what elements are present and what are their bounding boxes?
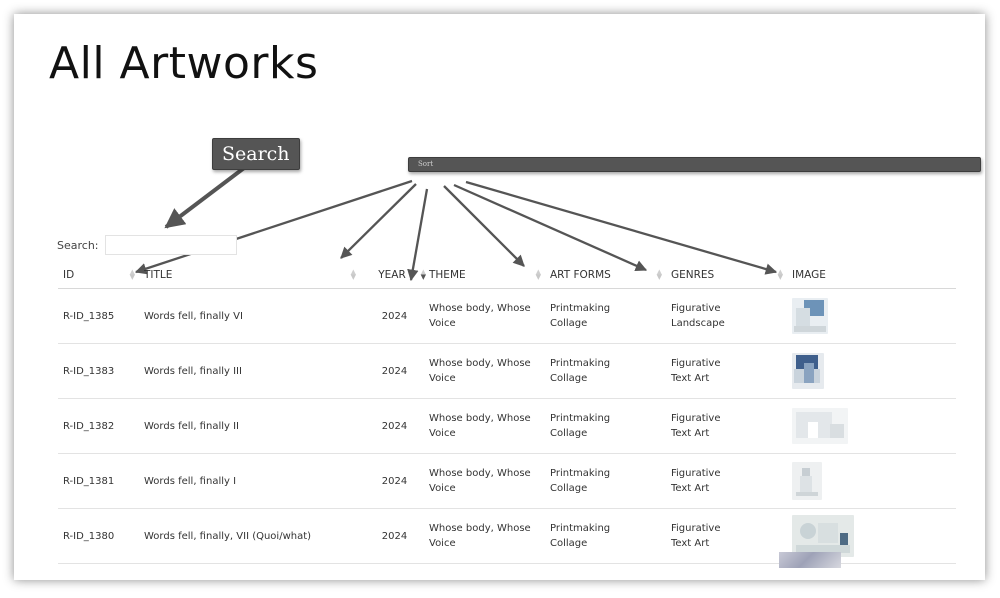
cell-title[interactable]: Words fell, finally VI	[139, 288, 360, 344]
cell-id: R-ID_1382	[58, 398, 139, 454]
cell-title[interactable]: Words fell, finally I	[139, 453, 360, 509]
page-frame: All Artworks Search Sort Search: ID▲▼	[14, 14, 985, 580]
cell-id: R-ID_1380	[58, 508, 139, 564]
cell-year: 2024	[360, 453, 424, 509]
cell-id: R-ID_1385	[58, 288, 139, 344]
sort-icon[interactable]: ▲▼	[350, 268, 356, 281]
column-header-year[interactable]: YEAR▲▼	[360, 262, 426, 289]
column-header-art-forms[interactable]: ART FORMS▲▼	[545, 262, 666, 289]
artwork-thumbnail-icon[interactable]	[792, 298, 828, 334]
sort-arrow-theme	[443, 185, 525, 267]
column-header-theme[interactable]: THEME▲▼	[424, 262, 545, 289]
sort-arrow-id	[134, 179, 413, 275]
artwork-thumbnail-icon[interactable]	[792, 408, 848, 444]
table-header-row: ID▲▼ TITLE▲▼ YEAR▲▼ THEME▲▼ ART FORMS▲▼ …	[58, 262, 956, 289]
column-header-id[interactable]: ID▲▼	[58, 262, 139, 289]
sort-icon[interactable]: ▲▼	[656, 268, 662, 281]
cell-year: 2024	[360, 398, 424, 454]
page-title: All Artworks	[49, 38, 319, 89]
table-row[interactable]: R-ID_1381 Words fell, finally I 2024 Who…	[58, 453, 956, 509]
cell-year: 2024	[360, 343, 424, 399]
sort-icon[interactable]: ▲▼	[420, 268, 426, 281]
column-header-image: IMAGE	[787, 262, 956, 289]
cell-title[interactable]: Words fell, finally III	[139, 343, 360, 399]
cell-year: 2024	[360, 508, 424, 564]
cell-id: R-ID_1381	[58, 453, 139, 509]
cell-image[interactable]	[787, 288, 956, 344]
search-input[interactable]	[104, 235, 237, 255]
column-header-genres[interactable]: GENRES▲▼	[666, 262, 787, 289]
cell-image[interactable]	[787, 343, 956, 399]
next-row-thumbnail-partial	[779, 552, 841, 568]
search-callout: Search	[212, 138, 300, 170]
table-row[interactable]: R-ID_1385 Words fell, finally VI 2024 Wh…	[58, 288, 956, 344]
column-header-title[interactable]: TITLE▲▼	[139, 262, 360, 289]
sort-icon[interactable]: ▲▼	[535, 268, 541, 281]
artwork-thumbnail-icon[interactable]	[792, 353, 824, 389]
table-row[interactable]: R-ID_1383 Words fell, finally III 2024 W…	[58, 343, 956, 399]
search-area: Search:	[57, 235, 237, 255]
search-arrow	[164, 166, 246, 229]
sort-arrow-title	[340, 183, 417, 259]
cell-id: R-ID_1383	[58, 343, 139, 399]
sort-icon[interactable]: ▲▼	[129, 268, 135, 281]
cell-title[interactable]: Words fell, finally II	[139, 398, 360, 454]
sort-icon[interactable]: ▲▼	[777, 268, 783, 281]
sort-arrow-artforms	[453, 183, 648, 272]
artworks-table: ID▲▼ TITLE▲▼ YEAR▲▼ THEME▲▼ ART FORMS▲▼ …	[58, 262, 956, 564]
sort-arrow-genres	[465, 180, 778, 275]
artwork-thumbnail-icon[interactable]	[792, 462, 822, 500]
artwork-thumbnail-icon[interactable]	[792, 515, 854, 557]
search-label: Search:	[57, 238, 99, 252]
cell-year: 2024	[360, 288, 424, 344]
sort-callout: Sort	[408, 157, 981, 172]
table-row[interactable]: R-ID_1380 Words fell, finally, VII (Quoi…	[58, 508, 956, 564]
cell-title[interactable]: Words fell, finally, VII (Quoi/what)	[139, 508, 360, 564]
table-row[interactable]: R-ID_1382 Words fell, finally II 2024 Wh…	[58, 398, 956, 454]
cell-image[interactable]	[787, 398, 956, 454]
cell-image[interactable]	[787, 453, 956, 509]
